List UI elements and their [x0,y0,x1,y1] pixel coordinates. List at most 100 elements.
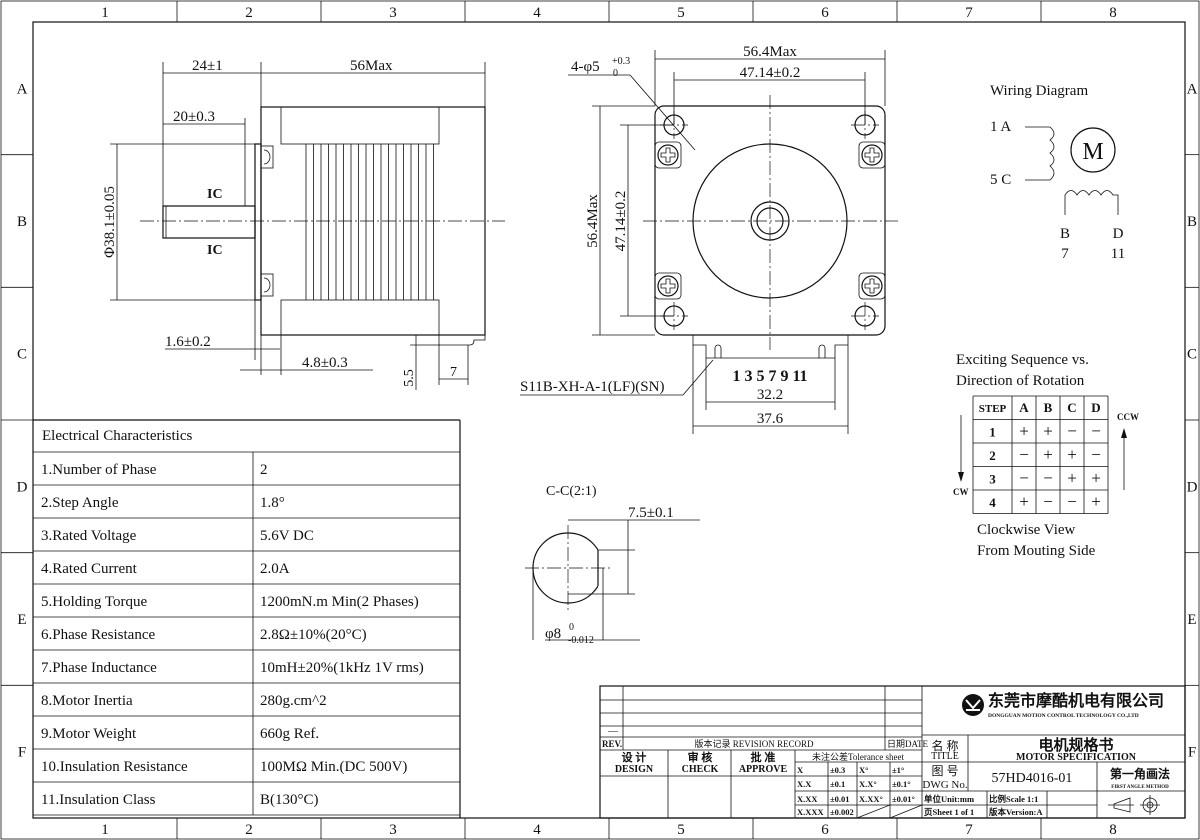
projection-en: FIRST ANGLE METHOD [1111,785,1169,790]
tolerance-cell: ±1° [892,765,904,775]
title-cn: 电机规格书 [1038,736,1113,754]
electrical-label: 6.Phase Resistance [41,627,155,643]
screw-icon [858,141,886,169]
zone-column-label: 7 [965,822,973,838]
title-en: MOTOR SPECIFICATION [1016,752,1137,763]
electrical-characteristics-table: Electrical Characteristics 1.Number of P… [33,419,461,818]
design-cn: 设 计 [622,750,647,764]
dim-connector-span: 37.6 [757,411,784,427]
ccw-label: CCW [1117,412,1139,422]
zone-column-label: 8 [1109,5,1117,21]
tolerance-cell: X° [859,765,869,775]
electrical-row: 5.Holding Torque 1200mN.m Min(2 Phases) [33,584,460,618]
tolerance-cell: ±0.01° [892,794,915,804]
dim-connector-width: 7 [450,365,457,380]
tolerance-cell: X.XX° [859,794,883,804]
sequence-cell: + [1091,492,1101,511]
dim-hole-spec: 4-φ5 [571,59,600,75]
check-cn: 审 核 [688,750,713,764]
connector-label: S11B-XH-A-1(LF)(SN) [520,379,664,395]
title-label-cn: 名 称 [931,738,958,753]
sequence-cell: + [1091,469,1101,488]
sequence-cell: − [1091,422,1101,441]
electrical-value: 1200mN.m Min(2 Phases) [260,594,419,610]
sequence-cell: + [1019,492,1029,511]
tolerance-cell: X [797,765,804,775]
zone-row-label: B [1187,214,1197,230]
sequence-header: STEP [979,403,1007,415]
screw-icon [654,272,682,300]
electrical-label: 3.Rated Voltage [41,528,137,544]
zone-row-label: D [17,479,28,495]
section-view: C-C(2:1) 7.5±0.1 φ8 0 -0.012 [525,484,700,646]
zone-row-label: A [1187,81,1198,97]
title-label-en: TITLE [931,751,959,762]
lead-b-pin: 7 [1061,246,1069,262]
version-label: 版本Version:A [988,807,1043,817]
electrical-row: 3.Rated Voltage 5.6V DC [33,518,460,552]
approve-cn: 批 准 [751,750,776,764]
dim-connector-height: 5.5 [402,369,417,387]
tolerance-title: 未注公差Tolerance sheet [812,751,905,762]
zone-column-label: 1 [101,5,109,21]
zone-column-label: 5 [677,822,685,838]
electrical-label: 4.Rated Current [41,561,138,577]
zone-column-label: 2 [245,822,253,838]
electrical-label: 7.Phase Inductance [41,660,157,676]
dwg-label-en: DWG No. [922,779,967,791]
sequence-header: B [1044,400,1053,415]
sequence-cell: + [1019,422,1029,441]
dim-body-length: 56Max [350,58,393,74]
date-label: 日期DATE [887,739,928,749]
zone-column-label: 3 [389,822,397,838]
electrical-value: 100MΩ Min.(DC 500V) [260,759,407,775]
electrical-label: 1.Number of Phase [41,462,157,478]
dim-tol-lower: -0.012 [568,635,594,646]
zone-row-label: D [1187,479,1198,495]
sequence-cell: − [1043,492,1053,511]
motor-symbol: M [1082,139,1103,165]
rev-dash: — [607,726,619,737]
electrical-value: 2.0A [260,561,290,577]
dim-flange-thickness: 4.8±0.3 [302,355,348,371]
zone-column-label: 7 [965,5,973,21]
dim-pilot-diameter: Φ38.1±0.05 [102,186,118,258]
sheet-label: 页Sheet 1 of 1 [924,807,974,817]
tolerance-cell: ±0.3 [830,765,845,775]
electrical-title: Electrical Characteristics [42,428,192,444]
zone-row-label: A [17,81,28,97]
dim-hole-tol-upper: +0.3 [612,56,630,67]
sequence-header: A [1019,400,1029,415]
lead-1a: 1 A [990,119,1011,135]
electrical-label: 5.Holding Torque [41,594,148,610]
projection-cn: 第一角画法 [1110,766,1170,781]
zone-column-label: 2 [245,5,253,21]
scale-label: 比例Scale 1:1 [989,794,1038,804]
dim-hole-spacing-v: 47.14±0.2 [613,191,629,252]
company-name-cn: 东莞市摩酷机电有限公司 [988,691,1164,710]
electrical-value: 1.8° [260,495,285,511]
zone-row-label: E [1187,612,1196,628]
zone-column-label: 3 [389,5,397,21]
dim-shaft-length: 24±1 [192,58,223,74]
dim-pilot-height: 1.6±0.2 [165,334,211,350]
sequence-cell: − [1043,469,1053,488]
electrical-value: 5.6V DC [260,528,314,544]
side-view: IC IC 24±1 56Max 20±0.3 Φ38.1±0.05 1.6±0… [102,58,505,390]
lead-d: D [1113,226,1124,242]
approve-en: APPROVE [739,764,788,775]
electrical-value: 10mH±20%(1kHz 1V rms) [260,660,424,676]
unit-label: 单位Unit:mm [924,794,974,804]
sequence-step: 2 [989,448,996,463]
sequence-cell: − [1019,469,1029,488]
mounting-hole [851,302,879,330]
flat-mark-top: IC [207,187,223,202]
sequence-cell: − [1067,422,1077,441]
electrical-row: 4.Rated Current 2.0A [33,551,460,585]
zone-column-label: 6 [821,822,829,838]
